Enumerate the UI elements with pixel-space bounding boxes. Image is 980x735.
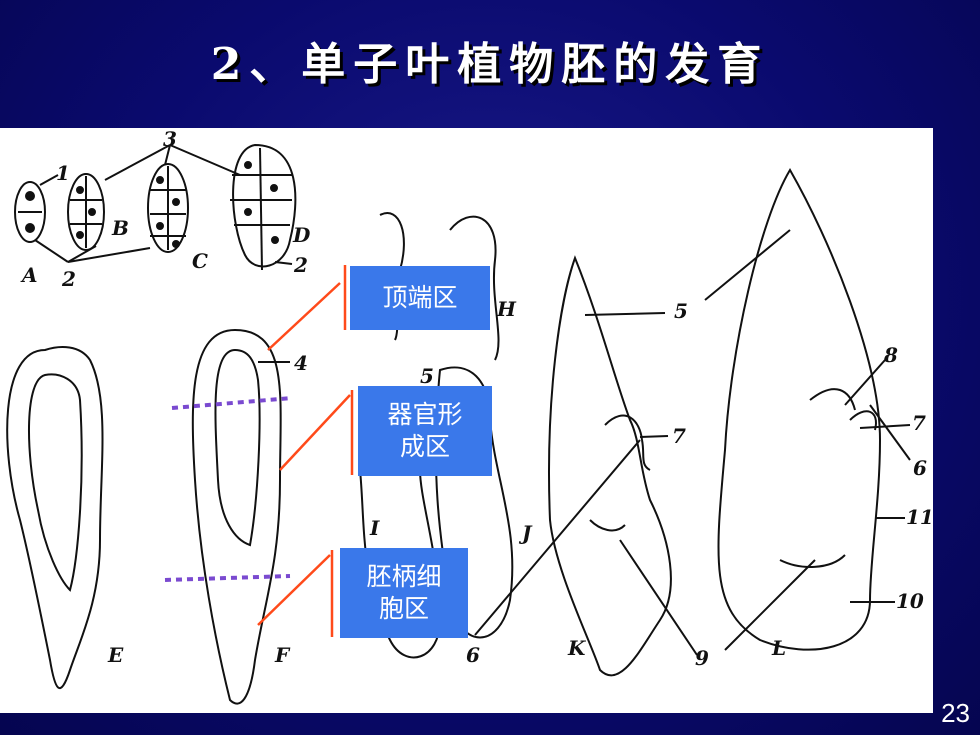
pointer-suspensor (257, 554, 331, 626)
stage-c-embryo (147, 163, 189, 253)
zone-divider-lower (164, 574, 291, 582)
stage-a-embryo (14, 181, 46, 243)
label-8: 8 (883, 343, 898, 367)
label-6b: 6 (913, 456, 927, 480)
label-d: D (292, 223, 311, 247)
label-h: H (496, 297, 517, 321)
stage-e-embryo (6, 346, 104, 690)
label-f: F (274, 643, 291, 667)
label-c: C (192, 249, 208, 273)
label-i: I (369, 516, 380, 540)
label-7a: 7 (672, 424, 686, 448)
label-a: A (20, 263, 38, 287)
label-l: L (771, 636, 786, 660)
label-10: 10 (896, 589, 924, 613)
stage-l-embryo (717, 168, 882, 651)
label-2a: 2 (61, 267, 76, 291)
callout-suspensor-zone: 胚柄细 胞区 (340, 548, 468, 638)
pointer-organ (279, 394, 351, 471)
label-1: 1 (56, 161, 70, 185)
label-7b: 7 (912, 411, 926, 435)
callout-suspensor-text-1: 胚柄细 (366, 562, 442, 591)
slide-title: 2、单子叶植物胚的发育 (210, 39, 770, 90)
callout-organ-text-2: 成区 (399, 432, 450, 461)
callout-organ-text-1: 器官形 (387, 400, 463, 429)
label-4: 4 (294, 351, 308, 375)
zone-divider-upper (171, 396, 293, 410)
callout-apical-zone: 顶端区 (350, 266, 490, 330)
label-k: K (567, 636, 587, 660)
stage-d-embryo (232, 143, 297, 268)
label-6a: 6 (466, 643, 480, 667)
label-5b: 5 (674, 299, 688, 323)
pointer-apical (267, 282, 341, 351)
label-j: J (518, 521, 533, 545)
stage-f-embryo (191, 328, 282, 705)
label-2b: 2 (293, 253, 308, 277)
label-11: 11 (906, 505, 934, 529)
label-b: B (111, 216, 129, 240)
stage-b-embryo (67, 173, 105, 251)
label-e: E (107, 643, 124, 667)
page-number: 23 (941, 698, 970, 728)
label-5a: 5 (420, 364, 434, 388)
callout-suspensor-text-2: 胞区 (378, 594, 429, 623)
stage-k-embryo (548, 255, 672, 677)
stage-i-embryo (359, 469, 442, 659)
callout-organ-zone: 器官形 成区 (358, 386, 492, 476)
callout-apical-text: 顶端区 (382, 283, 458, 312)
label-3: 3 (163, 127, 177, 151)
label-9: 9 (695, 646, 709, 670)
